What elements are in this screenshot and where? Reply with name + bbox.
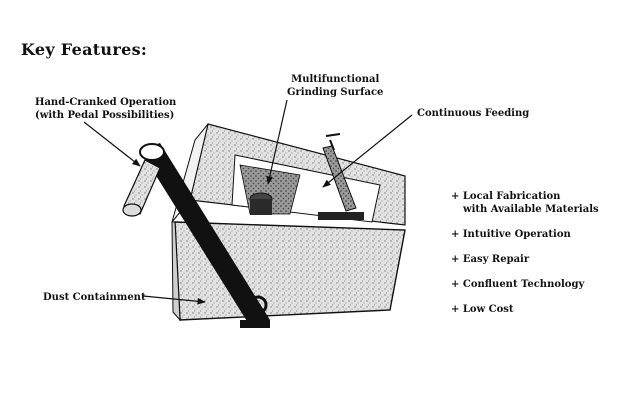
feature-text: Confluent Technology	[462, 279, 585, 290]
feature-list: + Local Fabrication with Available Mater…	[451, 190, 599, 328]
feed-lever	[318, 133, 364, 220]
key-features-heading: Key Features:	[21, 40, 148, 59]
callout-grinding-line1: Multifunctional	[291, 74, 380, 85]
callout-grinding-surface: Multifunctional Grinding Surface	[287, 73, 383, 99]
feature-mark: +	[451, 254, 460, 265]
feature-mark: +	[451, 191, 460, 202]
feature-text: Low Cost	[462, 304, 514, 315]
feature-text: Easy Repair	[462, 254, 530, 265]
grinding-surface-arrow	[266, 99, 288, 185]
callout-dust-containment: Dust Containment	[43, 292, 146, 303]
callout-hand-cranked-line1: Hand-Cranked Operation	[35, 97, 177, 108]
feature-mark: +	[451, 279, 460, 290]
callout-grinding-line2: Grinding Surface	[287, 87, 384, 98]
feature-text: Intuitive Operation	[462, 229, 571, 240]
feature-text-secondary: with Available Materials	[463, 204, 599, 215]
grinding-surface-cylinder	[249, 192, 273, 215]
crank-arm	[139, 143, 270, 328]
hand-crank-arrow	[83, 121, 141, 167]
callout-continuous-feeding: Continuous Feeding	[417, 108, 530, 119]
callout-hand-cranked: Hand-Cranked Operation (with Pedal Possi…	[35, 96, 176, 122]
feature-item-confluent-technology: + Confluent Technology	[451, 278, 599, 291]
feature-item-low-cost: + Low Cost	[451, 303, 599, 316]
feature-mark: +	[451, 229, 460, 240]
feature-item-intuitive-operation: + Intuitive Operation	[451, 228, 599, 241]
crank-handle	[122, 159, 161, 217]
feature-item-easy-repair: + Easy Repair	[451, 253, 599, 266]
callout-hand-cranked-line2: (with Pedal Possibilities)	[35, 110, 175, 121]
feature-item-local-fabrication: + Local Fabrication with Available Mater…	[451, 190, 599, 216]
feature-text: Local Fabrication	[462, 191, 561, 202]
dust-containment-arrow	[142, 295, 206, 305]
continuous-feeding-arrow	[322, 114, 413, 188]
feature-mark: +	[451, 304, 460, 315]
